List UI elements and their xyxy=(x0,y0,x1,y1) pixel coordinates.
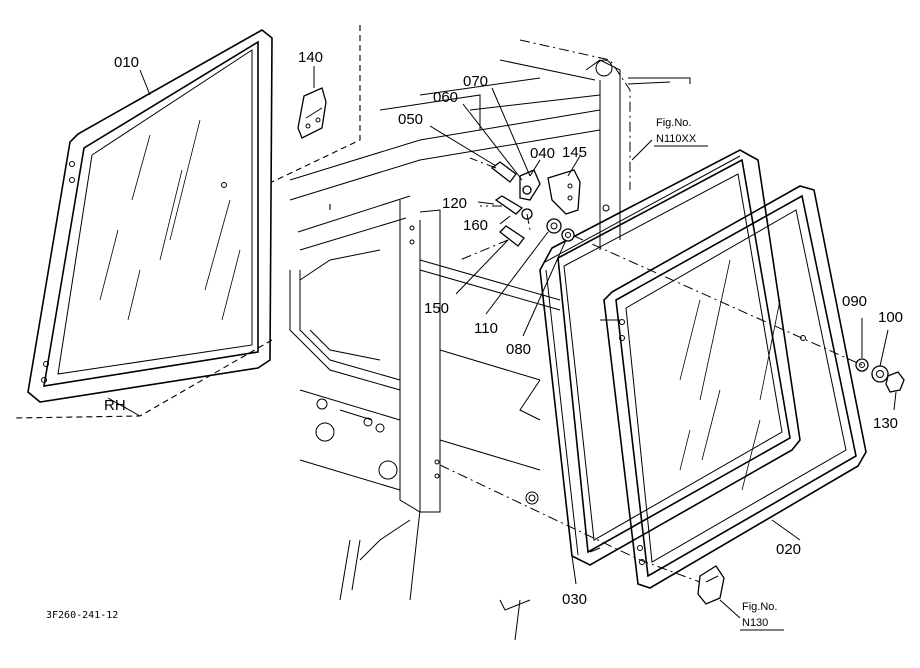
fig-ref-top-caption: Fig.No. xyxy=(656,117,691,129)
rh-window-panel-010 xyxy=(27,29,273,403)
label-160: 160 xyxy=(463,217,488,234)
knob-assembly xyxy=(800,335,905,393)
label-030: 030 xyxy=(562,591,587,608)
drawing-code: 3F260-241-12 xyxy=(46,610,118,621)
label-rh: RH xyxy=(104,397,126,414)
label-090: 090 xyxy=(842,293,867,310)
fig-ref-bottom-caption: Fig.No. xyxy=(742,601,777,613)
window-panel-020 xyxy=(603,185,867,589)
bracket-140 xyxy=(297,87,327,139)
cab-frame xyxy=(289,39,691,641)
label-040: 040 xyxy=(530,145,555,162)
window-frame-030 xyxy=(525,149,801,566)
label-060: 060 xyxy=(433,89,458,106)
label-020: 020 xyxy=(776,541,801,558)
label-140: 140 xyxy=(298,49,323,66)
fig-ref-top: Fig.No. N110XX xyxy=(654,117,708,147)
label-120: 120 xyxy=(442,195,467,212)
label-050: 050 xyxy=(398,111,423,128)
label-080: 080 xyxy=(506,341,531,358)
fig-ref-bottom: Fig.No. N130 xyxy=(740,601,784,631)
label-110: 110 xyxy=(474,320,498,337)
label-100: 100 xyxy=(878,309,903,326)
hinge-hardware xyxy=(490,161,610,247)
label-010: 010 xyxy=(114,54,139,71)
fig-ref-top-number: N110XX xyxy=(656,133,697,145)
part-labels: 010 140 070 060 050 040 145 120 160 150 … xyxy=(104,49,903,608)
assembly-lines xyxy=(439,157,863,583)
rh-boundary-line xyxy=(14,25,361,419)
leader-lines xyxy=(107,66,897,619)
fig-ref-bottom-number: N130 xyxy=(742,617,768,629)
lower-bracket xyxy=(697,565,725,605)
label-070: 070 xyxy=(463,73,488,90)
label-145: 145 xyxy=(562,144,587,161)
label-150: 150 xyxy=(424,300,449,317)
label-130: 130 xyxy=(873,415,898,432)
